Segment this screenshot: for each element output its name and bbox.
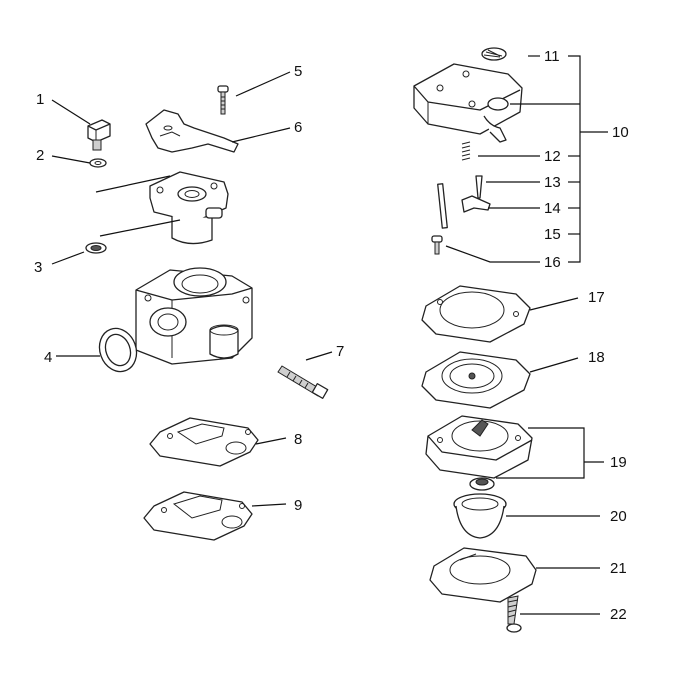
label-20: 20 <box>610 508 627 525</box>
label-16: 16 <box>544 254 561 271</box>
part-21-plate <box>429 547 537 603</box>
part-18-diaphragm <box>421 351 531 409</box>
part-10-pump-body <box>413 63 523 143</box>
label-8: 8 <box>294 431 302 448</box>
part-1-fitting <box>87 119 111 151</box>
part-19-cover <box>425 415 533 479</box>
label-6: 6 <box>294 119 302 136</box>
label-11: 11 <box>544 48 560 65</box>
part-16-screw <box>431 235 443 255</box>
part-17-gasket <box>421 285 531 343</box>
part-3-cap <box>85 242 107 254</box>
label-18: 18 <box>588 349 605 366</box>
part-19-valve <box>469 477 495 491</box>
label-13: 13 <box>544 174 561 191</box>
label-4: 4 <box>44 349 52 366</box>
part-15-pin <box>437 183 448 229</box>
part-5-screw <box>217 85 229 115</box>
label-19: 19 <box>610 454 627 471</box>
part-labels: 1 2 3 4 5 6 7 8 9 10 11 12 13 14 15 16 1… <box>34 48 629 623</box>
label-2: 2 <box>36 147 44 164</box>
part-9-diaphragm <box>143 491 253 541</box>
part-7-needle <box>277 365 329 399</box>
label-15: 15 <box>544 226 561 243</box>
part-3-pump-cover <box>149 171 229 245</box>
part-14-lever <box>461 195 491 213</box>
part-22-screw <box>506 595 522 633</box>
part-20-primer-bulb <box>453 493 507 539</box>
label-22: 22 <box>610 606 627 623</box>
label-5: 5 <box>294 63 302 80</box>
label-10: 10 <box>612 124 629 141</box>
label-1: 1 <box>36 91 44 108</box>
label-21: 21 <box>610 560 627 577</box>
part-8-gasket <box>149 417 259 467</box>
part-13-needle <box>475 175 483 199</box>
label-17: 17 <box>588 289 605 306</box>
part-12-spring <box>461 141 471 161</box>
part-6-bracket <box>145 109 239 153</box>
leader-lines <box>51 55 608 615</box>
carburetor-body <box>135 267 253 365</box>
label-9: 9 <box>294 497 302 514</box>
part-11-screen <box>481 47 507 61</box>
label-7: 7 <box>336 343 344 360</box>
label-3: 3 <box>34 259 42 276</box>
label-12: 12 <box>544 148 561 165</box>
part-4-ring <box>98 327 138 373</box>
label-14: 14 <box>544 200 561 217</box>
part-2-washer <box>89 158 107 168</box>
